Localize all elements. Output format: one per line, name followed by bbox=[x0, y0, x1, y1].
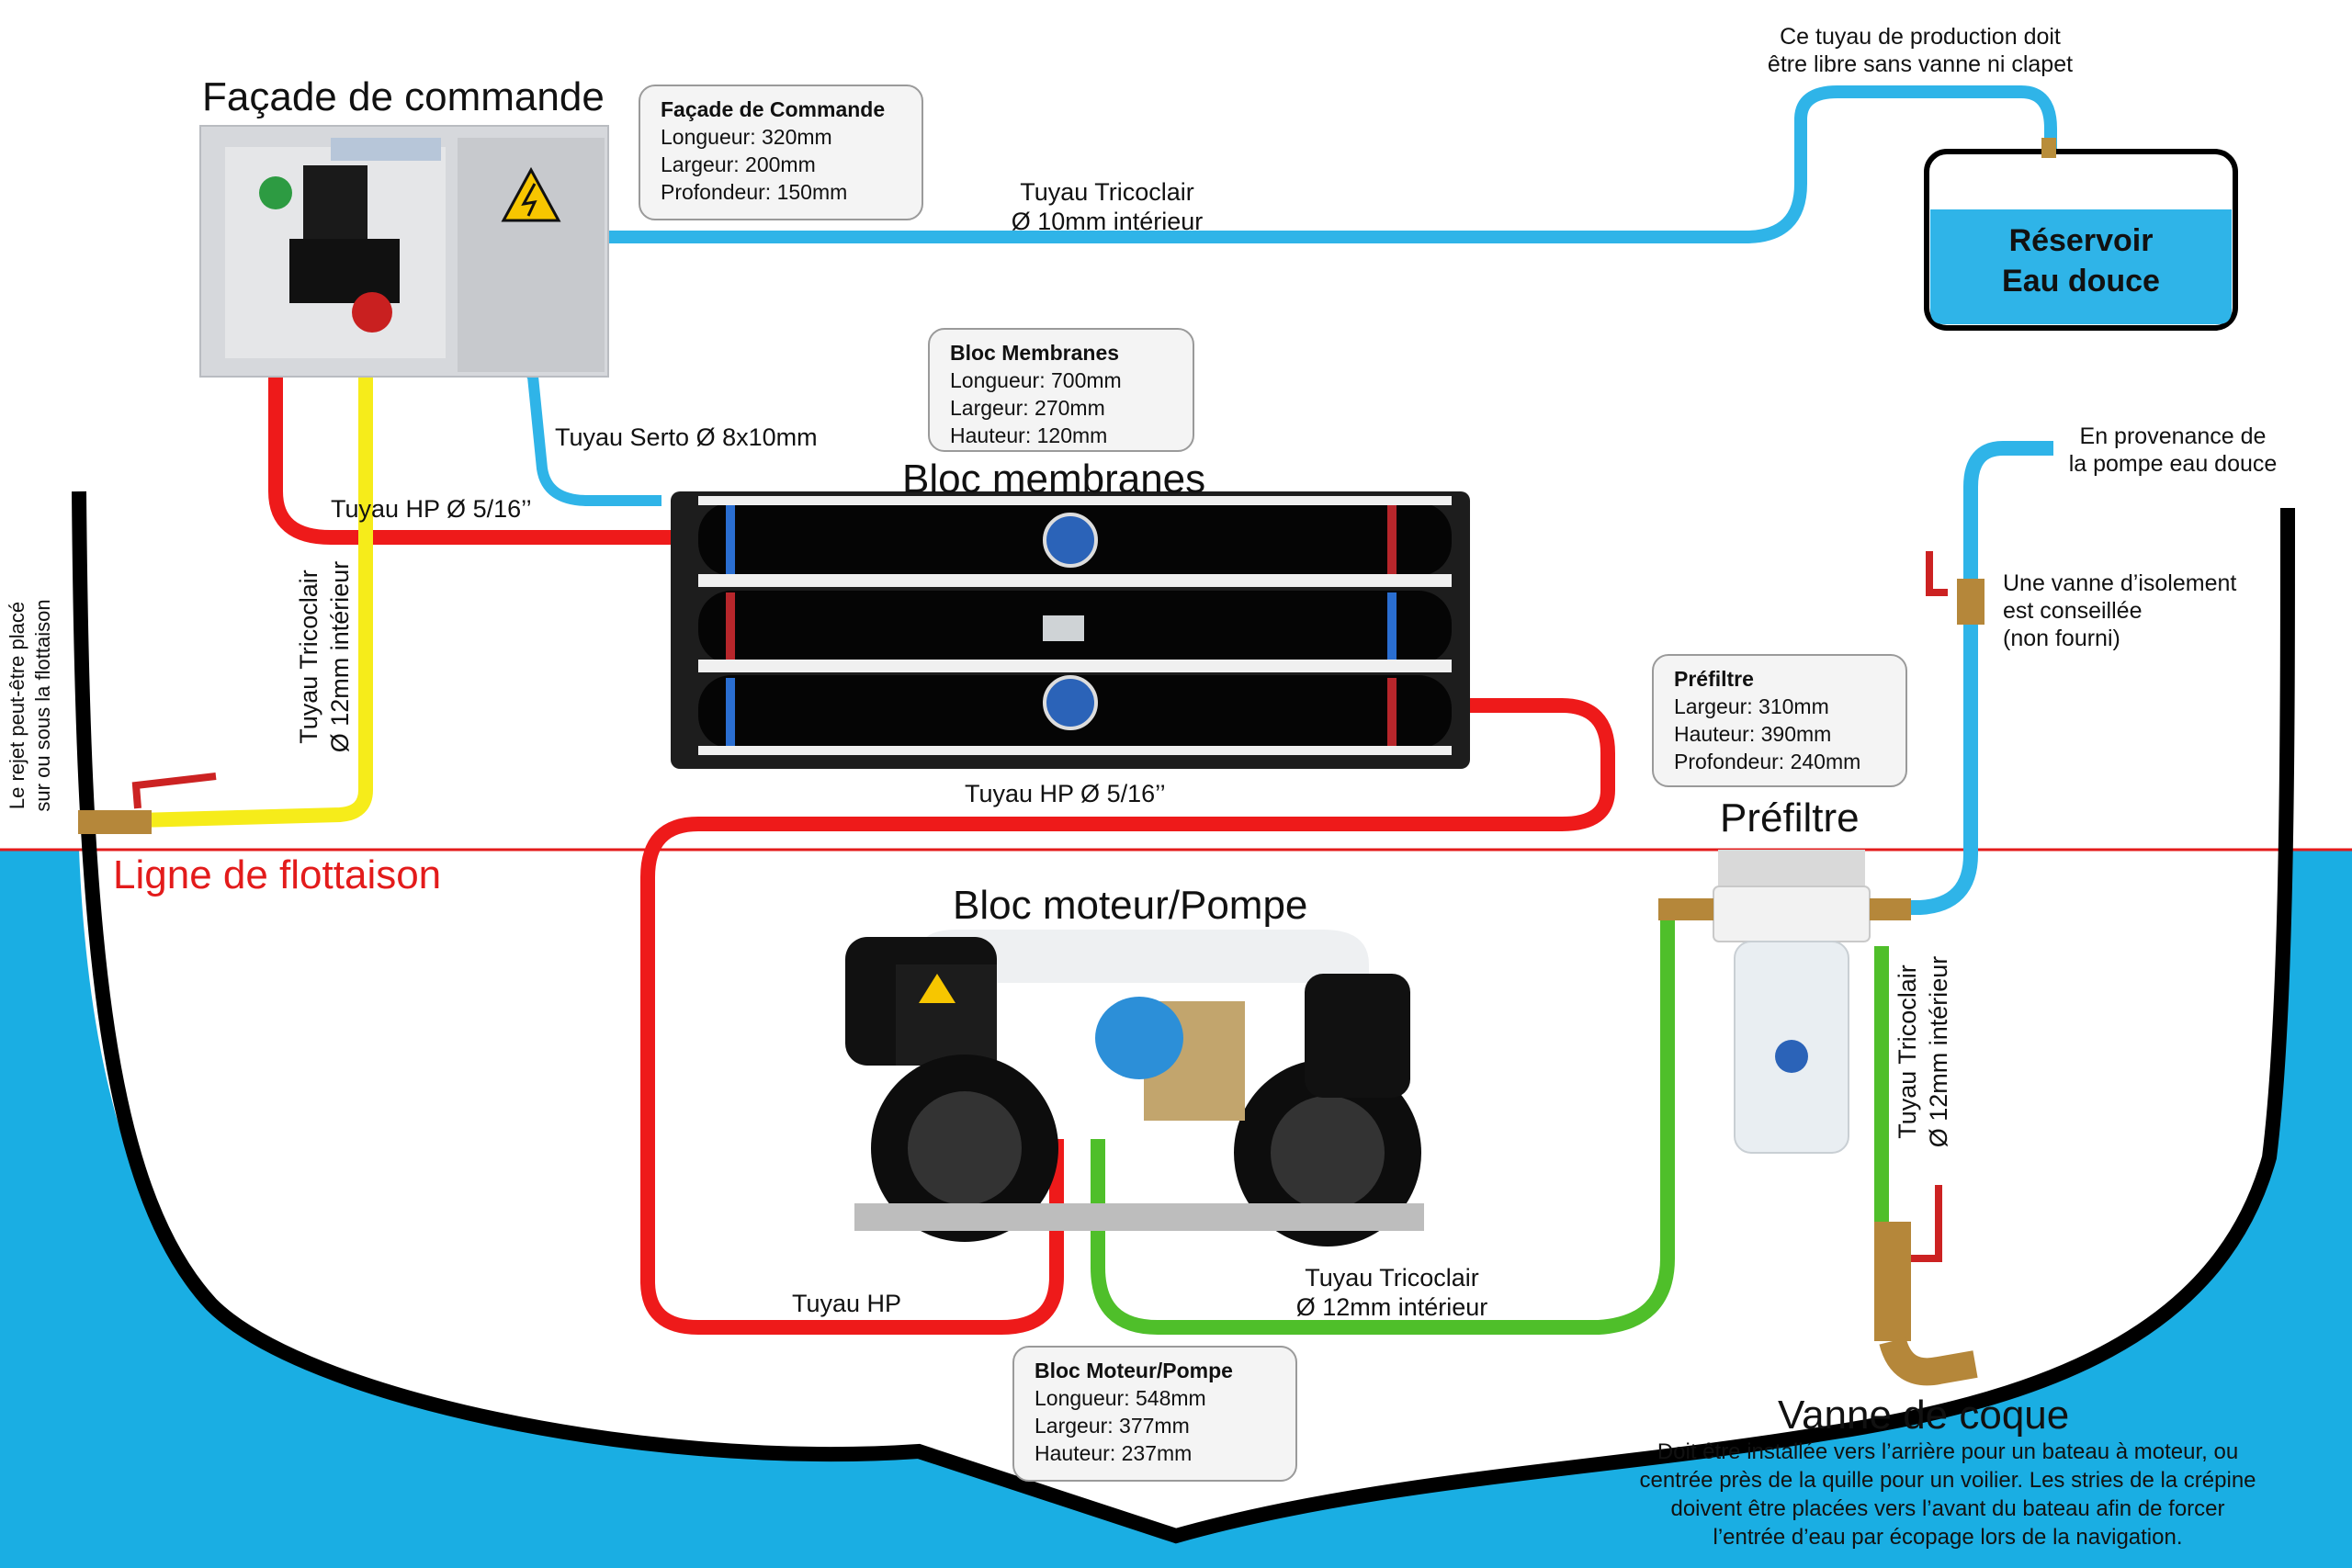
info-prefiltre-profondeur: Profondeur: 240mm bbox=[1674, 750, 1861, 773]
label-tricoclair-10-line1: Tuyau Tricoclair bbox=[1020, 178, 1194, 206]
red-pipe-hp-top bbox=[268, 253, 675, 545]
note-vanne-isolement-line2: est conseillée bbox=[2003, 598, 2143, 624]
label-tricoclair-12-bottom-line1: Tuyau Tricoclair bbox=[1305, 1264, 1479, 1292]
membrane-block bbox=[671, 491, 1470, 769]
note-vanne-coque-line1: Doit être installée vers l’arrière pour … bbox=[1657, 1439, 2239, 1464]
reservoir-label: Réservoir Eau douce bbox=[1929, 220, 2233, 301]
note-vanne-isolement-line3: (non fourni) bbox=[2003, 626, 2120, 651]
info-prefiltre-hauteur: Hauteur: 390mm bbox=[1674, 722, 1832, 746]
label-tricoclair-12-right: Tuyau Tricoclair Ø 12mm intérieur bbox=[1893, 946, 1955, 1157]
blue-pipe-eau-douce bbox=[1893, 441, 2053, 915]
info-prefiltre-largeur: Largeur: 310mm bbox=[1674, 694, 1829, 718]
note-vanne-isolement-line1: Une vanne d’isolement bbox=[2003, 570, 2237, 596]
label-hp-mid: Tuyau HP Ø 5/16’’ bbox=[965, 780, 1166, 807]
valve-isolement bbox=[1926, 551, 1984, 625]
info-moteur-hauteur: Hauteur: 237mm bbox=[1035, 1441, 1193, 1465]
info-moteur-largeur: Largeur: 377mm bbox=[1035, 1414, 1190, 1438]
note-vanne-coque-line2: centrée près de la quille pour un voilie… bbox=[1639, 1468, 2256, 1493]
label-hp-top: Tuyau HP Ø 5/16’’ bbox=[331, 495, 532, 523]
reservoir bbox=[1924, 138, 2238, 331]
hull-outline bbox=[72, 491, 2295, 1544]
title-facade: Façade de commande bbox=[202, 74, 605, 119]
label-tricoclair-10-line2: Ø 10mm intérieur bbox=[1011, 208, 1204, 236]
title-moteur: Bloc moteur/Pompe bbox=[953, 883, 1308, 928]
note-production-line1: Ce tuyau de production doit bbox=[1780, 24, 2061, 50]
info-box-facade: Façade de Commande Longueur: 320mm Large… bbox=[639, 85, 923, 220]
green-pipe-pompe bbox=[1091, 919, 1675, 1335]
label-tricoclair-12-right-line1: Tuyau Tricoclair bbox=[1894, 964, 1921, 1139]
reservoir-label-line2: Eau douce bbox=[2002, 264, 2160, 299]
label-tricoclair-12-left: Tuyau Tricoclair Ø 12mm intérieur bbox=[294, 551, 356, 762]
info-prefiltre-title: Préfiltre bbox=[1674, 667, 1754, 691]
reservoir-label-line1: Réservoir bbox=[2008, 223, 2154, 258]
label-tricoclair-12-bottom-line2: Ø 12mm intérieur bbox=[1295, 1293, 1488, 1322]
note-provenance-line2: la pompe eau douce bbox=[2068, 451, 2278, 477]
note-vanne-coque-line3: doivent être placées vers l’avant du bat… bbox=[1670, 1496, 2225, 1521]
info-membranes-hauteur: Hauteur: 120mm bbox=[950, 423, 1108, 447]
note-provenance: En provenance de la pompe eau douce bbox=[2049, 423, 2297, 478]
info-membranes-longueur: Longueur: 700mm bbox=[950, 368, 1122, 392]
note-production: Ce tuyau de production doit être libre s… bbox=[1727, 23, 2113, 78]
valve-rejet bbox=[78, 773, 217, 834]
note-vanne-coque: Doit être installée vers l’arrière pour … bbox=[1553, 1438, 2343, 1551]
note-vanne-isolement: Une vanne d’isolement est conseillée (no… bbox=[2003, 570, 2236, 652]
prefilter bbox=[1658, 850, 1911, 1154]
info-facade-profondeur: Profondeur: 150mm bbox=[661, 180, 848, 204]
title-prefiltre: Préfiltre bbox=[1720, 795, 1860, 840]
info-box-moteur: Bloc Moteur/Pompe Longueur: 548mm Largeu… bbox=[1012, 1346, 1297, 1482]
note-production-line2: être libre sans vanne ni clapet bbox=[1767, 51, 2074, 77]
title-flottaison: Ligne de flottaison bbox=[113, 852, 442, 897]
note-vanne-coque-line4: l’entrée d’eau par écopage lors de la na… bbox=[1713, 1525, 2183, 1550]
motor-pump-block bbox=[845, 930, 1424, 1247]
info-moteur-title: Bloc Moteur/Pompe bbox=[1035, 1359, 1233, 1382]
label-tricoclair-10: Tuyau Tricoclair Ø 10mm intérieur bbox=[997, 177, 1217, 237]
title-vanne-coque: Vanne de coque bbox=[1778, 1393, 2070, 1438]
label-tricoclair-12-left-line1: Tuyau Tricoclair bbox=[295, 570, 322, 744]
control-panel bbox=[199, 125, 609, 378]
label-serto: Tuyau Serto Ø 8x10mm bbox=[555, 423, 818, 451]
note-rejet: Le rejet peut-être placé sur ou sous la … bbox=[5, 568, 55, 843]
label-tricoclair-12-bottom: Tuyau Tricoclair Ø 12mm intérieur bbox=[1277, 1263, 1507, 1323]
info-box-membranes: Bloc Membranes Longueur: 700mm Largeur: … bbox=[928, 328, 1194, 452]
info-moteur-longueur: Longueur: 548mm bbox=[1035, 1386, 1206, 1410]
info-membranes-title: Bloc Membranes bbox=[950, 341, 1120, 365]
title-membranes: Bloc membranes bbox=[902, 457, 1206, 502]
info-facade-largeur: Largeur: 200mm bbox=[661, 152, 816, 176]
note-provenance-line1: En provenance de bbox=[2079, 423, 2267, 449]
label-tricoclair-12-right-line2: Ø 12mm intérieur bbox=[1924, 955, 1952, 1148]
info-box-prefiltre: Préfiltre Largeur: 310mm Hauteur: 390mm … bbox=[1652, 654, 1907, 787]
info-facade-title: Façade de Commande bbox=[661, 97, 886, 121]
red-pipe-hp-mid bbox=[640, 698, 1615, 1335]
label-hp-bottom: Tuyau HP bbox=[792, 1290, 902, 1317]
label-tricoclair-12-left-line2: Ø 12mm intérieur bbox=[325, 560, 354, 753]
info-facade-longueur: Longueur: 320mm bbox=[661, 125, 832, 149]
note-rejet-line2: sur ou sous la flottaison bbox=[30, 599, 54, 812]
info-membranes-largeur: Largeur: 270mm bbox=[950, 396, 1105, 420]
note-rejet-line1: Le rejet peut-être placé bbox=[6, 601, 28, 810]
yellow-pipe-rejet bbox=[110, 367, 373, 828]
valve-coque bbox=[1874, 1185, 1978, 1386]
